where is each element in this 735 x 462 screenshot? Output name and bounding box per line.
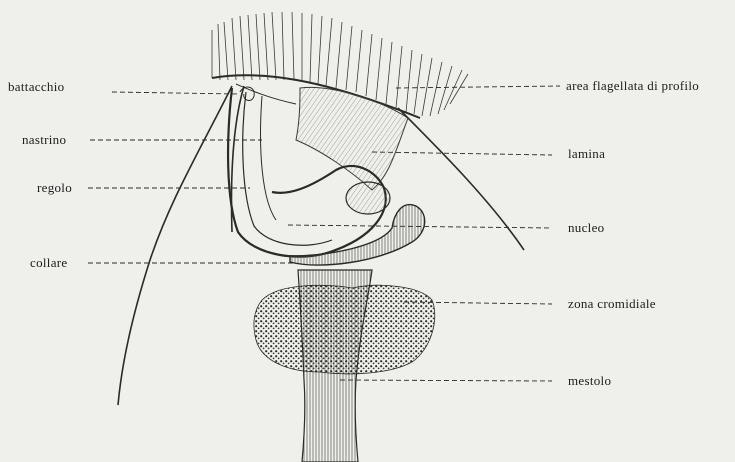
- collar-ring: [290, 205, 425, 265]
- chromidial-zone: [254, 285, 435, 374]
- nucleus-shape: [346, 182, 390, 214]
- label-nastrino: nastrino: [22, 133, 66, 147]
- label-regolo: regolo: [37, 181, 72, 195]
- label-nucleo: nucleo: [568, 221, 604, 235]
- label-mestolo: mestolo: [568, 374, 611, 388]
- lamina-shape: [296, 87, 408, 190]
- label-area-flagellata: area flagellata di profilo: [566, 79, 699, 93]
- label-collare: collare: [30, 256, 67, 270]
- label-battacchio: battacchio: [8, 80, 64, 94]
- label-lamina: lamina: [568, 147, 605, 161]
- label-zona-cromidiale: zona cromidiale: [568, 297, 656, 311]
